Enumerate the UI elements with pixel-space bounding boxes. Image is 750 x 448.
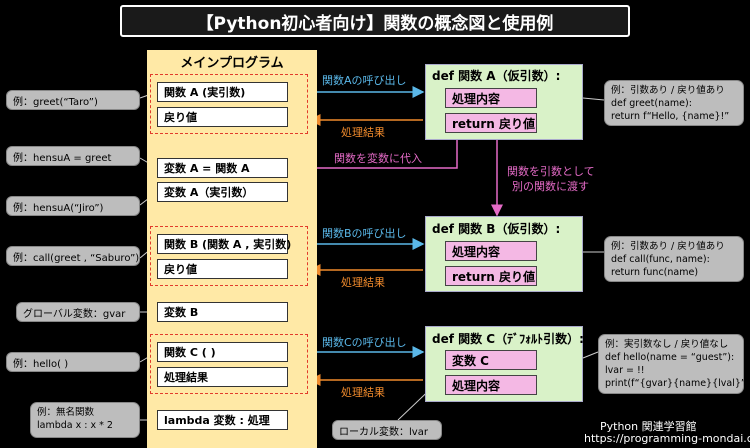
callout-local-var: ローカル変数：lvar: [332, 420, 442, 440]
func-a-return: return 戻り値: [445, 113, 537, 133]
callout-gvar: グローバル変数：gvar: [16, 302, 140, 322]
page-title: 【Python初心者向け】関数の概念図と使用例: [120, 5, 630, 37]
func-b-process: 処理内容: [445, 241, 537, 261]
callout-hensu-a-jiro: 例：hensuA(“Jiro”): [6, 196, 140, 216]
callout-call: 例：call(greet , “Saburo”): [6, 246, 140, 266]
callout-hensu-a: 例：hensuA = greet: [6, 146, 140, 166]
footer-url[interactable]: https://programming-mondai.com/: [584, 432, 750, 445]
callout-right-a-line2: def greet(name):: [611, 98, 692, 109]
box-func-c-call: 関数 C ( ): [157, 342, 288, 362]
box-var-b: 変数 B: [157, 302, 288, 322]
box-func-c-result: 処理結果: [157, 367, 288, 387]
callout-right-a-line3: return f“Hello, {name}!”: [611, 111, 730, 122]
func-a-process: 処理内容: [445, 88, 537, 108]
label-assign: 関数を変数に代入: [334, 152, 422, 165]
label-result-c: 処理結果: [341, 386, 385, 399]
box-lambda: lambda 変数 : 処理: [157, 410, 288, 430]
arrow-assign: [296, 140, 458, 174]
label-call-b: 関数Bの呼び出し: [322, 227, 407, 240]
group-func-b-call: [150, 226, 308, 286]
label-pass-1: 関数を引数として: [507, 165, 595, 178]
callout-greet: 例：greet(“Taro”): [6, 90, 140, 110]
callout-right-c-line2: def hello(name = “guest”):: [605, 352, 735, 363]
box-func-b-call: 関数 B (関数 A , 実引数): [157, 234, 291, 254]
func-c-process: 処理内容: [445, 375, 537, 395]
callout-right-b: 例：引数あり / 戻り値あり def call(func, name): ret…: [604, 236, 744, 282]
callout-hello: 例：hello( ): [6, 352, 140, 372]
main-program-title: メインプログラム: [180, 56, 284, 71]
connector-right-c: [582, 351, 599, 359]
callout-right-a-line1: 例：引数あり / 戻り値あり: [611, 85, 725, 96]
label-result-a: 処理結果: [341, 126, 385, 139]
callout-right-a: 例：引数あり / 戻り値あり def greet(name): return f…: [604, 80, 744, 126]
callout-right-c-line4: print(f“{gvar}{name}{lval}”): [605, 378, 750, 389]
label-call-a: 関数Aの呼び出し: [322, 74, 407, 87]
group-func-c-call: [150, 334, 308, 394]
box-func-b-return: 戻り値: [157, 259, 288, 279]
callout-right-c-line3: lvar = !!: [605, 365, 645, 376]
box-assign: 変数 A = 関数 A: [157, 158, 288, 178]
box-func-a-return: 戻り値: [157, 107, 288, 127]
func-c-local-var: 変数 C: [445, 350, 537, 370]
callout-right-b-line2: def call(func, name):: [611, 254, 710, 265]
callout-right-c: 例：実引数なし / 戻り値なし def hello(name = “guest”…: [598, 334, 750, 394]
callout-right-b-line1: 例：引数あり / 戻り値あり: [611, 241, 725, 252]
func-c-title: def 関数 C（ﾃﾞﾌｫﾙﾄ引数）:: [432, 332, 584, 346]
box-var-a-call: 変数 A（実引数）: [157, 182, 288, 202]
callout-lambda-line1: 例：無名関数: [37, 407, 95, 418]
label-call-c: 関数Cの呼び出し: [322, 336, 407, 349]
footer-site-name: Python 関連学習館: [600, 420, 697, 433]
group-func-a-call: [150, 74, 308, 134]
func-b-title: def 関数 B（仮引数）:: [432, 222, 561, 236]
connector-right-a: [582, 97, 605, 101]
func-a-title: def 関数 A（仮引数）:: [432, 69, 561, 83]
label-result-b: 処理結果: [341, 276, 385, 289]
box-func-a-call: 関数 A (実引数): [157, 82, 288, 102]
callout-right-c-line1: 例：実引数なし / 戻り値なし: [605, 339, 729, 350]
func-b-return: return 戻り値: [445, 266, 537, 286]
callout-lambda-line2: lambda x : x * 2: [37, 420, 113, 431]
callout-right-b-line3: return func(name): [611, 267, 699, 278]
callout-lambda: 例：無名関数 lambda x : x * 2: [30, 402, 140, 438]
label-pass-2: 別の関数に渡す: [512, 180, 589, 193]
